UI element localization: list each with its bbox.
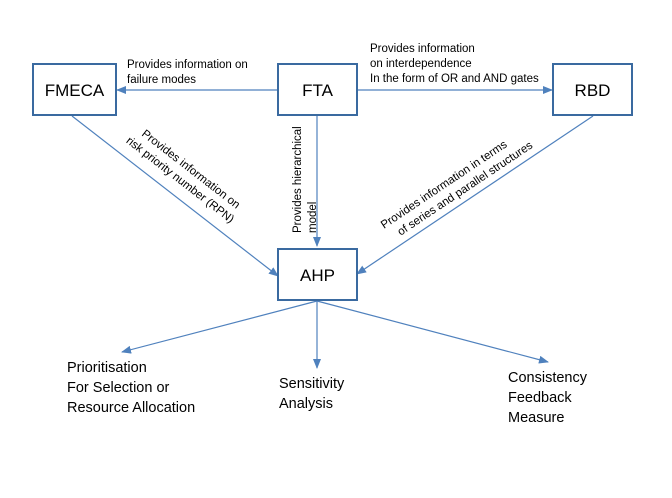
- label-fta-ahp-line-2: model: [307, 202, 319, 233]
- label-fta-ahp: Provides hierarchical model: [292, 126, 319, 233]
- node-fmeca: FMECA: [32, 63, 117, 116]
- output-consistency-line-3: Measure: [508, 410, 564, 426]
- output-consistency: Consistency Feedback Measure: [508, 370, 588, 426]
- output-prioritisation-line-2: For Selection or: [67, 380, 170, 396]
- output-sensitivity: Sensitivity Analysis: [279, 376, 345, 412]
- label-fta-fmeca: Provides information on failure modes: [127, 59, 248, 86]
- edge-ahp-to-prioritisation: [121, 300, 318, 354]
- label-fta-rbd-line-2: on interdependence: [370, 58, 472, 70]
- label-rbd-ahp-line-2: of series and parallel structures: [396, 139, 536, 238]
- label-fmeca-ahp-line-2: risk priority number (RPN): [124, 135, 237, 226]
- label-fmeca-ahp-line-1: Provides information on: [139, 128, 242, 212]
- output-prioritisation: Prioritisation For Selection or Resource…: [67, 360, 195, 416]
- node-ahp: AHP: [277, 248, 358, 301]
- node-fmeca-label: FMECA: [45, 81, 105, 100]
- label-fta-rbd-line-1: Provides information: [370, 43, 475, 55]
- output-sensitivity-line-2: Analysis: [279, 396, 333, 412]
- output-sensitivity-line-1: Sensitivity: [279, 376, 345, 392]
- label-fta-fmeca-line-2: failure modes: [127, 74, 196, 86]
- output-prioritisation-line-1: Prioritisation: [67, 360, 147, 376]
- output-consistency-line-1: Consistency: [508, 370, 588, 386]
- output-consistency-line-2: Feedback: [508, 390, 572, 406]
- label-fta-fmeca-line-1: Provides information on: [127, 59, 248, 71]
- label-fmeca-ahp: Provides information on risk priority nu…: [124, 128, 242, 226]
- node-rbd: RBD: [552, 63, 633, 116]
- label-rbd-ahp: Provides information in terms of series …: [379, 139, 536, 239]
- node-ahp-label: AHP: [300, 266, 335, 285]
- label-fta-rbd-line-3: In the form of OR and AND gates: [370, 73, 539, 85]
- edge-fmeca-to-ahp: [71, 115, 279, 277]
- edge-ahp-to-consistency: [316, 300, 549, 364]
- label-fta-ahp-line-1: Provides hierarchical: [292, 126, 304, 233]
- label-fta-rbd: Provides information on interdependence …: [370, 43, 539, 85]
- node-fta-label: FTA: [302, 81, 334, 100]
- output-prioritisation-line-3: Resource Allocation: [67, 400, 195, 416]
- node-rbd-label: RBD: [575, 81, 611, 100]
- node-fta: FTA: [277, 63, 358, 116]
- edge-rbd-to-ahp: [356, 115, 594, 275]
